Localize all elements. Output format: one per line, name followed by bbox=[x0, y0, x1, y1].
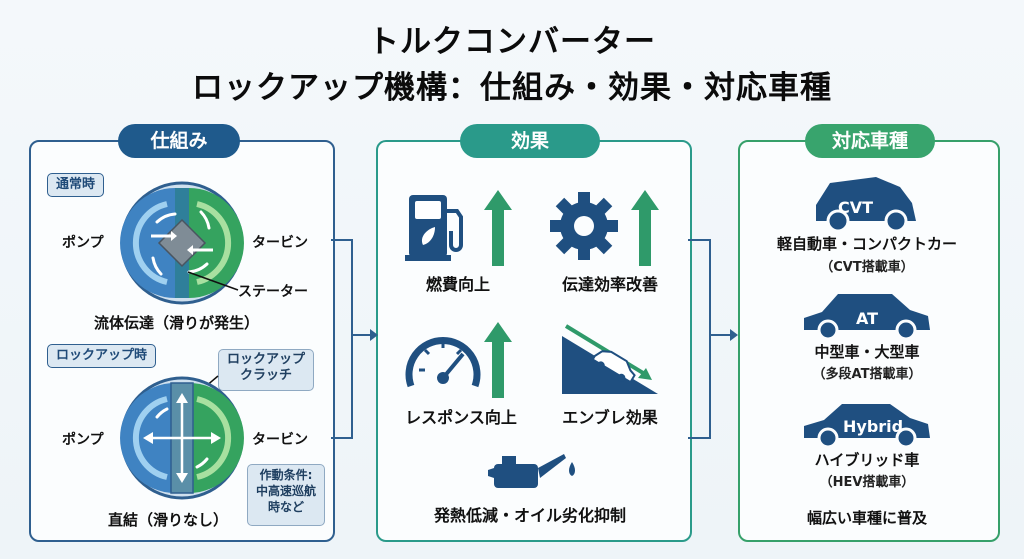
condition-line3: 時など bbox=[267, 500, 304, 514]
mechanism-header: 仕組み bbox=[118, 124, 240, 158]
speedometer-icon bbox=[405, 337, 481, 388]
lockup-mode-tag: ロックアップ時 bbox=[47, 344, 157, 368]
car3-label: ハイブリッド車 bbox=[814, 451, 920, 469]
operating-condition-note: 作動条件: 中高速巡航 時など bbox=[247, 464, 325, 526]
oil-can-icon bbox=[488, 454, 575, 488]
effect-heat: 発熱低減・オイル劣化抑制 bbox=[433, 506, 626, 525]
response-up-arrow-icon bbox=[484, 322, 512, 398]
condition-line1: 作動条件: bbox=[259, 468, 313, 482]
car1-sublabel: （CVT搭載車） bbox=[820, 260, 914, 275]
car1-label: 軽自動車・コンパクトカー bbox=[776, 235, 957, 253]
stator-label: ステーター bbox=[238, 284, 308, 300]
torque-converter-normal-diagram bbox=[120, 181, 244, 305]
effect-fuel: 燃費向上 bbox=[425, 275, 490, 294]
hybrid-car-icon bbox=[804, 404, 930, 449]
effects-header: 効果 bbox=[460, 124, 600, 158]
effect-response: レスポンス向上 bbox=[405, 408, 517, 427]
pump-label: ポンプ bbox=[62, 235, 104, 251]
lockup-clutch-line2: クラッチ bbox=[239, 368, 292, 383]
cvt-badge: CVT bbox=[838, 198, 874, 217]
gear-icon bbox=[550, 192, 618, 260]
page-subtitle: ロックアップ機構：仕組み・効果・対応車種 bbox=[192, 70, 832, 106]
vehicles-header: 対応車種 bbox=[805, 124, 935, 158]
vehicles-footer: 幅広い車種に普及 bbox=[806, 509, 927, 527]
efficiency-up-arrow-icon bbox=[631, 190, 659, 266]
torque-converter-lockup-diagram bbox=[120, 376, 244, 500]
car2-sublabel: （多段AT搭載車） bbox=[812, 367, 922, 382]
stator-pointer bbox=[187, 271, 239, 291]
car3-sublabel: （HEV搭載車） bbox=[819, 475, 915, 490]
condition-line2: 中高速巡航 bbox=[255, 484, 316, 498]
sedan-icon bbox=[804, 294, 930, 341]
turbine-label: タービン bbox=[252, 235, 308, 251]
lockup-clutch-callout: ロックアップ クラッチ bbox=[218, 349, 314, 391]
fuel-pump-icon bbox=[405, 195, 463, 261]
lockup-turbine-label: タービン bbox=[252, 432, 308, 448]
lockup-caption: 直結（滑りなし） bbox=[108, 511, 229, 529]
at-badge: AT bbox=[856, 309, 879, 328]
normal-caption: 流体伝達（滑りが発生） bbox=[94, 314, 260, 332]
hybrid-badge: Hybrid bbox=[843, 417, 904, 436]
car2-label: 中型車・大型車 bbox=[814, 343, 920, 361]
downhill-car-icon bbox=[562, 324, 658, 394]
compact-car-icon bbox=[816, 177, 916, 233]
lockup-pump-label: ポンプ bbox=[62, 432, 104, 448]
effect-efficiency: 伝達効率改善 bbox=[561, 275, 658, 294]
fuel-up-arrow-icon bbox=[484, 190, 512, 266]
page-title: トルクコンバーター bbox=[368, 24, 656, 60]
effect-engine-brake: エンブレ効果 bbox=[562, 408, 658, 427]
normal-mode-tag: 通常時 bbox=[47, 173, 105, 197]
lockup-clutch-line1: ロックアップ bbox=[226, 352, 305, 367]
